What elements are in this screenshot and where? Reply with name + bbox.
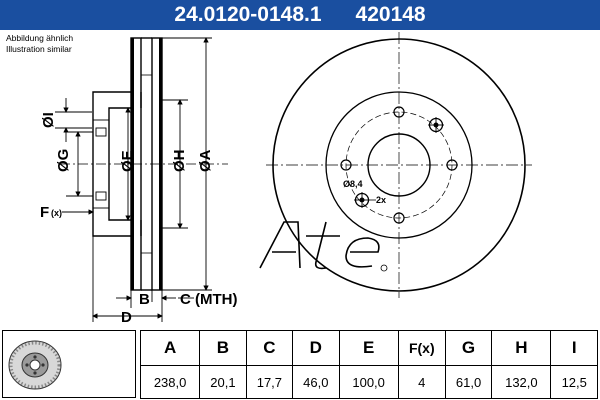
dimension-lines — [55, 37, 212, 322]
product-thumbnail — [2, 330, 136, 398]
spec-header: E — [338, 330, 399, 366]
label-F-suffix: (x) — [51, 208, 62, 218]
spec-value: 4 — [397, 365, 446, 399]
spec-value: 61,0 — [444, 365, 493, 399]
bolt-hole — [340, 159, 352, 171]
label-C: C (MTH) — [180, 291, 237, 308]
label-G: ØG — [55, 149, 72, 172]
spec-value: 46,0 — [292, 365, 340, 399]
spec-value: 132,0 — [491, 365, 552, 399]
spec-header: I — [550, 330, 598, 366]
note-line-de: Abbildung ähnlich — [6, 33, 74, 43]
reference-number: 420148 — [355, 3, 426, 26]
spec-value-row: 238,0 20,1 17,7 46,0 100,0 4 61,0 132,0 … — [139, 365, 598, 399]
spec-table: A B C D E F(x) G H I 238,0 20,1 17,7 46,… — [139, 330, 598, 399]
spec-value: 20,1 — [199, 365, 247, 399]
spec-value: 12,5 — [550, 365, 598, 399]
spec-header: H — [491, 330, 552, 366]
disc-section-view — [60, 37, 228, 291]
label-A: ØA — [197, 149, 214, 172]
part-number: 24.0120-0148.1 — [174, 3, 322, 26]
illustration-note: Abbildung ähnlich Illustration similar — [6, 33, 73, 55]
bolt-hole — [393, 106, 405, 118]
disc-front-view — [266, 32, 532, 298]
spec-header: A — [139, 330, 201, 366]
spec-value: 100,0 — [338, 365, 399, 399]
spec-header: F(x) — [397, 330, 446, 366]
ate-logo — [259, 221, 388, 272]
bolt-hole — [393, 212, 405, 224]
label-hole-count: 2x — [376, 195, 386, 205]
spec-header: B — [199, 330, 247, 366]
spec-value: 17,7 — [245, 365, 294, 399]
note-line-en: Illustration similar — [6, 44, 72, 54]
spec-header: C — [245, 330, 294, 366]
label-E: ØE — [119, 150, 136, 172]
label-B: B — [139, 291, 150, 308]
label-H: ØH — [171, 150, 188, 173]
header-bar: 24.0120-0148.1 420148 — [0, 0, 600, 30]
spec-header: G — [444, 330, 493, 366]
label-I: ØI — [40, 112, 57, 128]
spec-header: D — [292, 330, 340, 366]
label-D: D — [121, 309, 132, 326]
spec-header-row: A B C D E F(x) G H I — [139, 330, 598, 366]
spec-value: 238,0 — [139, 365, 201, 399]
disc-thumbnail-icon — [8, 340, 62, 390]
bolt-hole — [446, 159, 458, 171]
label-F: F — [40, 204, 49, 221]
label-hole-diameter: Ø8,4 — [343, 179, 363, 189]
